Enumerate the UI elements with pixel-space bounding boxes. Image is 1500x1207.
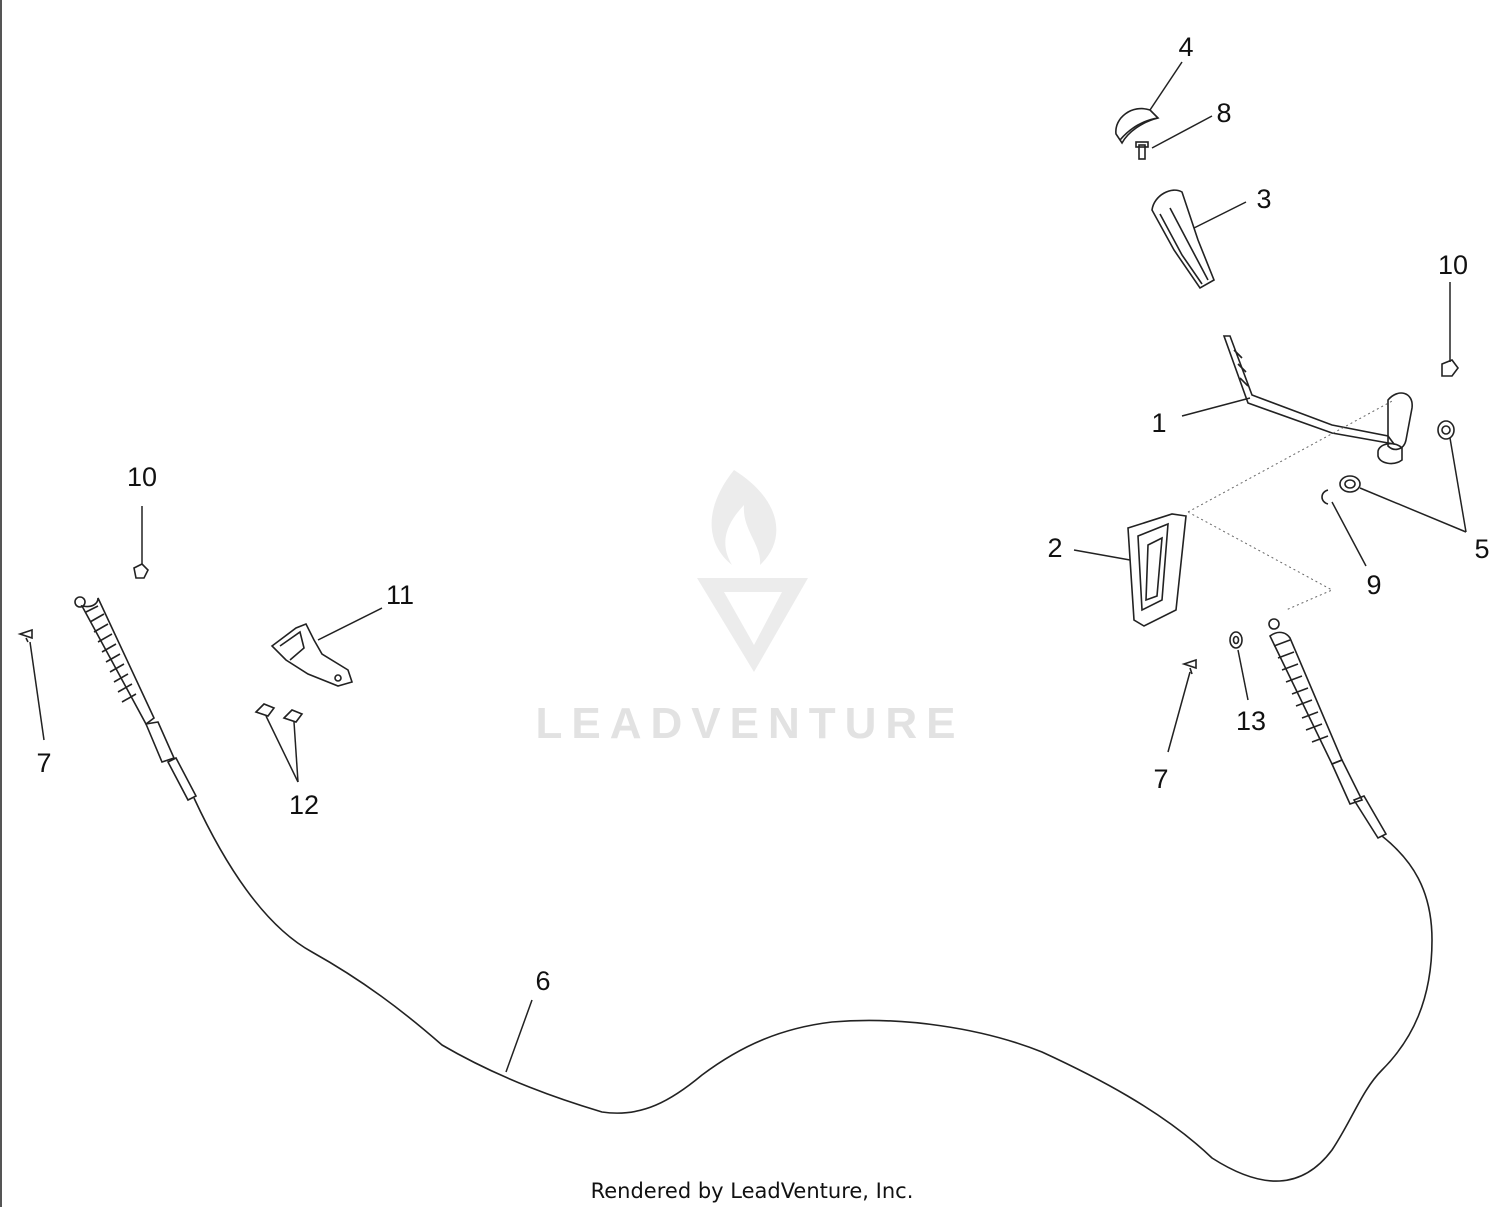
part-3-grip [1151, 189, 1216, 290]
callout-3: 3 [1256, 184, 1271, 214]
leader-lines [29, 61, 1467, 1073]
callout-2: 2 [1047, 533, 1062, 563]
callout-12: 12 [289, 790, 319, 820]
v-logo-icon [697, 578, 808, 672]
callout-4: 4 [1178, 32, 1193, 62]
part-10-nut-left [133, 563, 149, 579]
part-10-nut-right [1441, 359, 1459, 377]
callout-8: 8 [1216, 98, 1231, 128]
footer-credit: Rendered by LeadVenture, Inc. [591, 1179, 914, 1203]
part-9-clip [1321, 489, 1329, 505]
callout-1: 1 [1151, 408, 1166, 438]
callout-9: 9 [1366, 570, 1381, 600]
callout-6: 6 [535, 966, 550, 996]
part-6-cable-assembly [74, 596, 1433, 1182]
callout-5: 5 [1474, 534, 1489, 564]
leadventure-watermark: LEADVENTURE [535, 470, 964, 748]
callout-10-right: 10 [1438, 250, 1468, 280]
part-11-bracket [270, 622, 354, 687]
part-7-clip-right [1181, 658, 1197, 675]
part-2-pedal-pad [1127, 513, 1187, 627]
part-1-lever [1222, 335, 1413, 465]
callout-10-left: 10 [127, 462, 157, 492]
part-7-clip-left [17, 628, 33, 643]
part-5-washers [1339, 420, 1455, 493]
part-13-washer [1229, 631, 1243, 649]
watermark-brand: LEADVENTURE [535, 699, 964, 748]
callout-13: 13 [1236, 706, 1266, 736]
part-12-bolts [254, 703, 304, 723]
cable-line [193, 797, 1433, 1182]
alignment-line [1187, 399, 1395, 611]
cable-right-boot [1268, 631, 1344, 766]
cable-left-boot [80, 597, 155, 726]
callout-7-right: 7 [1153, 764, 1168, 794]
callout-7-left: 7 [36, 748, 51, 778]
callout-11: 11 [386, 580, 414, 610]
part-8-pin [1135, 141, 1149, 160]
flame-icon [711, 470, 777, 565]
part-4-cap [1115, 107, 1160, 145]
callout-labels: 4 8 3 10 1 2 5 9 13 7 10 11 7 12 6 [36, 32, 1489, 996]
